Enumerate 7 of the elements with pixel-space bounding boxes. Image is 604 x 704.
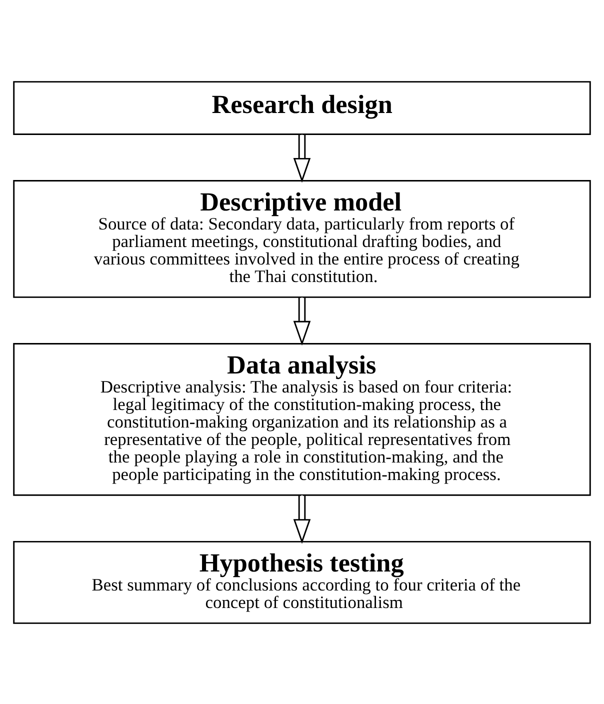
arrow [293, 297, 311, 346]
node-box: Hypothesis testing Best summary of conclusions according to four criteria of the concept of constitutionalism [13, 540, 591, 624]
arrow [293, 134, 311, 182]
node-box: Descriptive model Source of data: Secondary data, particularly from reports of parliament meetings, constitutional drafting bodies, and various committees involved in the entire process of creating the Thai constitution. [13, 180, 591, 298]
node-box: Research design [13, 80, 591, 134]
node-box: Data analysis Descriptive analysis: The analysis is based on four criteria: legal legitimacy of the constitution-making process, the constitution-making organization and its relationship as a representative of the people, political representatives from the people playing a role in constitution-making, and the people participating in the constitution-making process. [13, 342, 591, 496]
arrow [293, 494, 311, 544]
